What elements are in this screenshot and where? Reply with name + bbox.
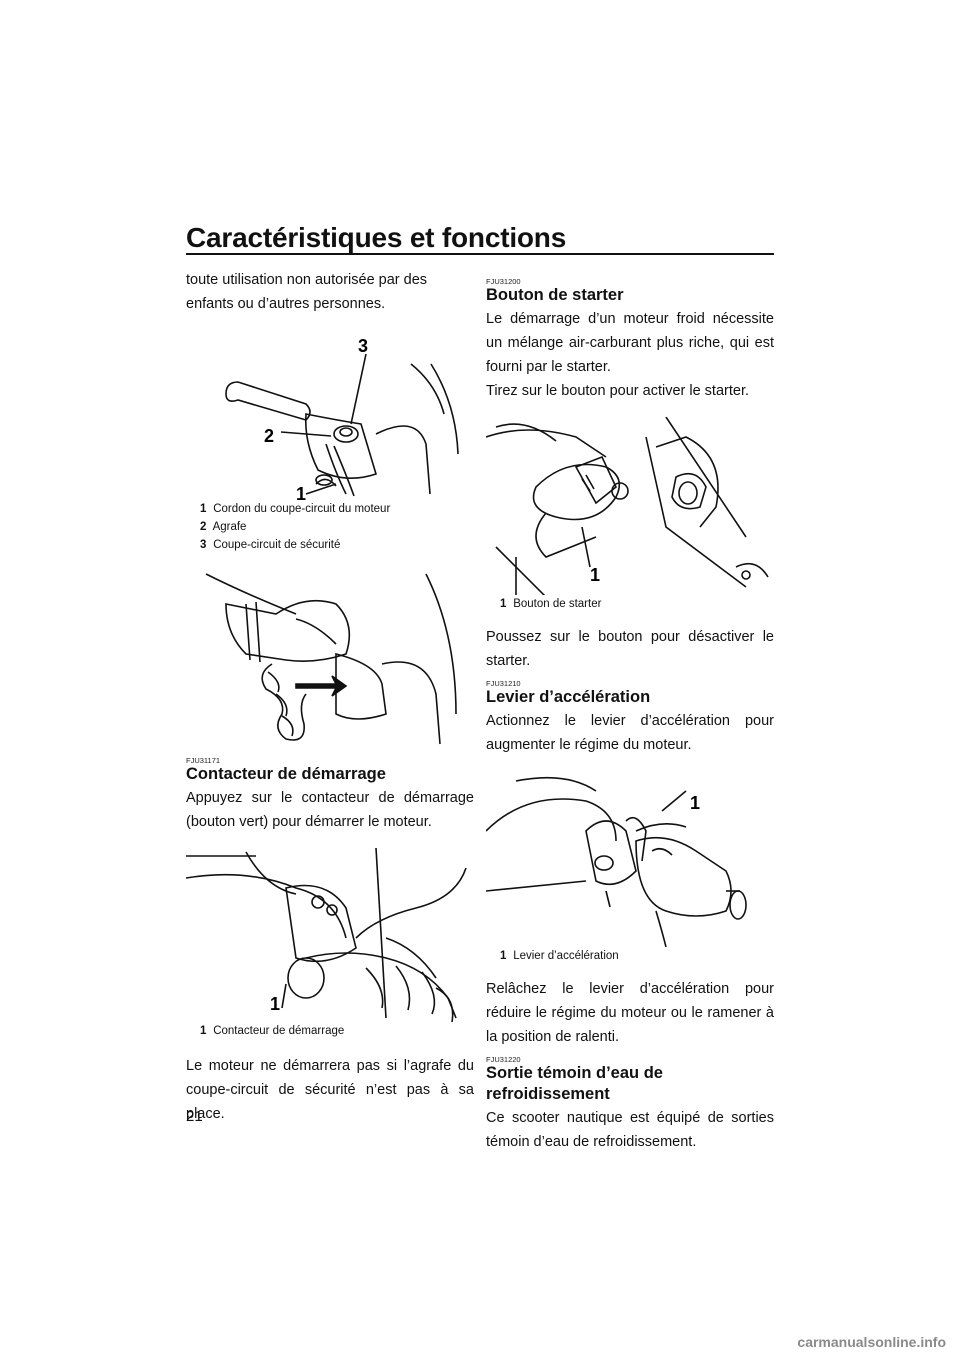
page-title: Caractéristiques et fonctions bbox=[186, 222, 567, 253]
section-code-choke: FJU31200 bbox=[486, 277, 521, 286]
fig1-caption-3: 3 Coupe-circuit de sécurité bbox=[200, 539, 341, 551]
figure-start-switch: 1 1 Contacteur de démarrage bbox=[186, 848, 474, 1040]
figure-clip-insertion bbox=[186, 564, 474, 750]
fig5-callout-1: 1 bbox=[690, 793, 700, 813]
fig1-caption-1: 1 Cordon du coupe-circuit du moteur bbox=[200, 503, 391, 515]
choke-pull-paragraph: Tirez sur le bouton pour activer le star… bbox=[486, 383, 749, 399]
heading-throttle: Levier d’accélération bbox=[486, 688, 651, 706]
choke-push-paragraph: Poussez sur le bouton pour désactiver le… bbox=[486, 629, 774, 669]
fig1-caption-2: 2 Agrafe bbox=[200, 521, 247, 533]
watermark: carmanualsonline.info bbox=[797, 1334, 946, 1350]
heading-choke: Bouton de starter bbox=[486, 286, 624, 304]
figure-throttle: 1 1 Levier d’accélération bbox=[486, 771, 774, 965]
heading-cooling-line1: Sortie témoin d’eau de bbox=[486, 1064, 663, 1082]
fig1-callout-2: 2 bbox=[264, 426, 274, 446]
handlebar-illustration: 3 2 1 bbox=[225, 336, 459, 500]
no-start-paragraph: Le moteur ne démarrera pas si l’agrafe d… bbox=[186, 1058, 474, 1122]
cooling-paragraph: Ce scooter nautique est équipé de sortie… bbox=[486, 1110, 774, 1150]
throttle-paragraph: Actionnez le levier d’accélération pour … bbox=[486, 713, 774, 753]
figure-choke: 1 1 Bouton de starter bbox=[486, 417, 774, 613]
fig1-callout-3: 3 bbox=[358, 336, 368, 356]
start-switch-illustration: 1 bbox=[186, 848, 467, 1022]
start-switch-paragraph: Appuyez sur le contacteur de démarrage (… bbox=[186, 790, 474, 830]
section-code-throttle: FJU31210 bbox=[486, 679, 521, 688]
fig1-callout-1: 1 bbox=[296, 484, 306, 500]
intro-paragraph: toute utilisation non autorisée par des … bbox=[186, 272, 428, 312]
heading-start-switch: Contacteur de démarrage bbox=[186, 765, 386, 783]
choke-knob-illustration: 1 bbox=[486, 417, 769, 595]
page-number: 21 bbox=[186, 1108, 203, 1125]
heading-cooling-line2: refroidissement bbox=[486, 1085, 610, 1103]
left-column: toute utilisation non autorisée par des … bbox=[186, 268, 474, 1126]
choke-paragraph: Le démarrage d’un moteur froid nécessite… bbox=[486, 311, 774, 375]
section-code-cooling: FJU31220 bbox=[486, 1055, 521, 1064]
section-code-start-switch: FJU31171 bbox=[186, 756, 221, 765]
title-rule bbox=[186, 253, 774, 255]
fig5-caption-1: 1 Levier d’accélération bbox=[500, 950, 619, 962]
figure-engine-shutoff: 3 2 1 1 Cordon du coupe-circuit du moteu… bbox=[186, 324, 474, 554]
fig4-callout-1: 1 bbox=[590, 565, 600, 585]
fig3-callout-1: 1 bbox=[270, 994, 280, 1014]
throttle-lever-illustration: 1 bbox=[486, 776, 747, 947]
fig3-caption-1: 1 Contacteur de démarrage bbox=[200, 1025, 345, 1037]
hand-clip-illustration bbox=[205, 573, 457, 745]
throttle-release-paragraph: Relâchez le levier d’accélération pour r… bbox=[486, 981, 774, 1045]
right-column: FJU31200 Bouton de starter Le démarrage … bbox=[486, 277, 774, 1154]
fig4-caption-1: 1 Bouton de starter bbox=[500, 598, 602, 610]
